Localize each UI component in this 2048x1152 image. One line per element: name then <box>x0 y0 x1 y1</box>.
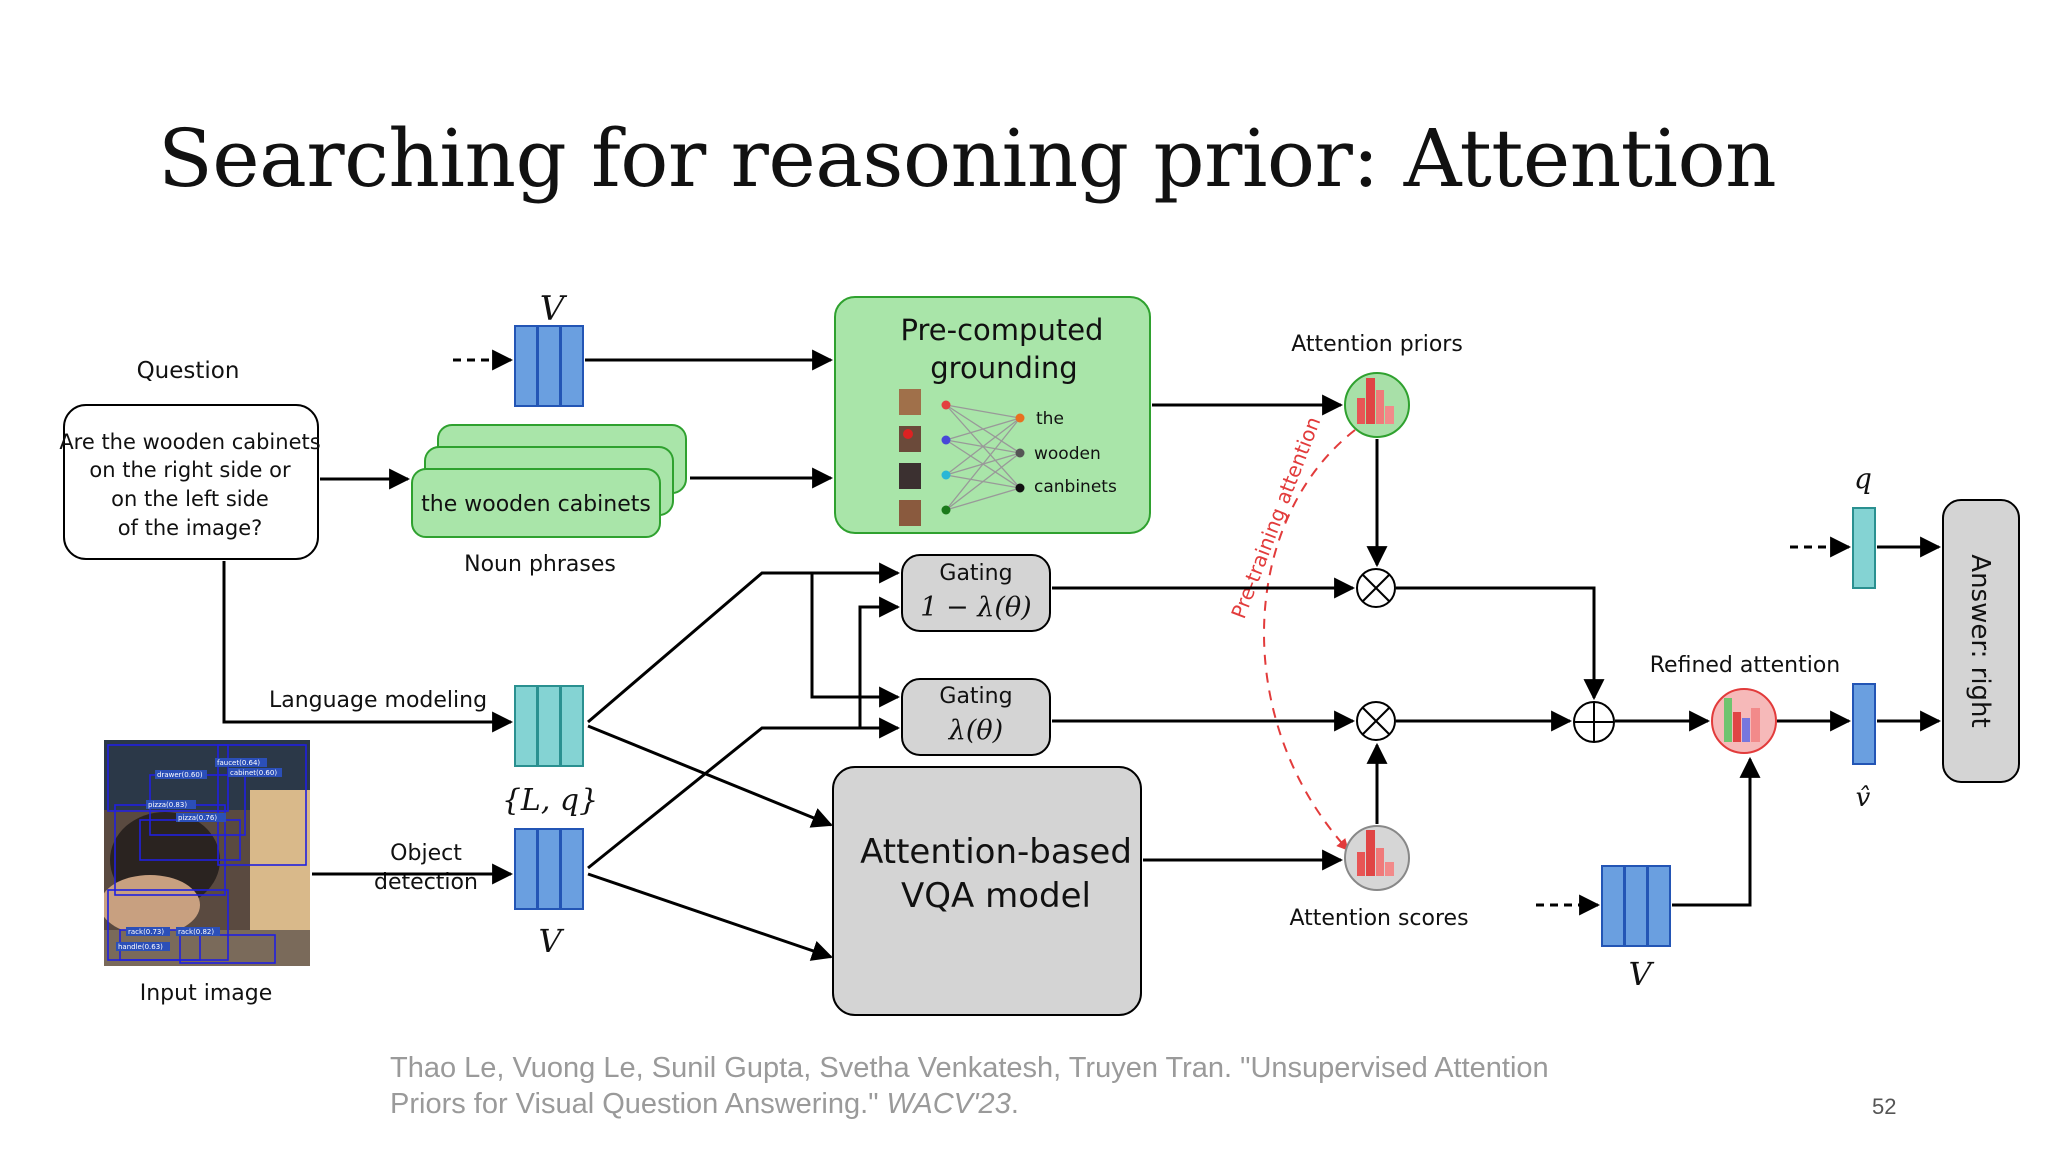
detection-label-6: rack(0.73) <box>128 928 164 936</box>
multiply-operator-top <box>1356 568 1396 608</box>
v-hat-label: v̂ <box>1856 783 1871 813</box>
input-image: faucet(0.64) drawer(0.60) cabinet(0.60) … <box>104 740 310 966</box>
detection-label-3: cabinet(0.60) <box>230 769 277 777</box>
connectors <box>222 349 1942 961</box>
noun-phrases-label: Noun phrases <box>464 552 616 577</box>
input-image-label: Input image <box>140 981 272 1006</box>
v-label-bottom: V <box>1628 955 1654 993</box>
question-label: Question <box>137 358 240 384</box>
attention-priors-label: Attention priors <box>1291 332 1463 357</box>
gating-top-label: Gating <box>939 561 1012 586</box>
citation: Thao Le, Vuong Le, Sunil Gupta, Svetha V… <box>390 1050 1590 1122</box>
page-number: 52 <box>1872 1094 1897 1119</box>
noun-phrase-text: the wooden cabinets <box>421 492 651 517</box>
vqa-model-box <box>832 766 1142 1016</box>
detection-label-5: pizza(0.76) <box>178 814 217 822</box>
grounding-title-2: grounding <box>930 351 1077 385</box>
v-feature-stack-bottom <box>1601 865 1671 947</box>
question-line-2: on the right side or <box>89 458 291 482</box>
grounding-title-1: Pre-computed <box>901 313 1104 347</box>
detection-label-2: drawer(0.60) <box>157 771 203 779</box>
gating-bottom-formula: λ(θ) <box>948 715 1003 746</box>
lq-label: {L, q} <box>502 783 598 818</box>
gating-box-bottom <box>901 678 1051 756</box>
answer-box <box>1942 499 2020 783</box>
citation-end: . <box>1010 1088 1019 1120</box>
pretraining-attention-label: Pre-training attention <box>1226 413 1325 621</box>
detection-label-7: rack(0.82) <box>178 928 214 936</box>
attention-scores-histogram <box>1357 830 1394 876</box>
attention-scores-label: Attention scores <box>1289 906 1468 931</box>
grounding-bipartite-edges <box>945 404 1021 511</box>
question-line-4: of the image? <box>118 516 263 540</box>
v-feature-stack-top <box>514 325 584 407</box>
detection-label-8: handle(0.63) <box>118 943 163 951</box>
object-detection-line-1: Object <box>390 841 462 866</box>
language-modeling-label: Language modeling <box>269 688 487 713</box>
multiply-operator-bottom <box>1356 701 1396 741</box>
add-operator <box>1573 701 1615 743</box>
q-vector <box>1852 507 1876 589</box>
vqa-model-line-1: Attention-based <box>860 832 1132 872</box>
grounding-word-cabinets: canbinets <box>1034 477 1117 497</box>
v-label-top: V <box>540 289 568 329</box>
v-label-middle: V <box>538 922 564 960</box>
v-feature-stack-middle <box>514 828 584 910</box>
slide-title: Searching for reasoning prior: Attention <box>158 112 1777 205</box>
grounding-thumbnails <box>899 389 921 526</box>
citation-venue: WACV'23 <box>886 1088 1011 1120</box>
citation-authors-title: Thao Le, Vuong Le, Sunil Gupta, Svetha V… <box>390 1052 1549 1120</box>
answer-label: Answer: right <box>1965 554 1995 727</box>
q-label: q <box>1854 462 1872 495</box>
question-line-1: Are the wooden cabinets <box>59 430 320 454</box>
question-box <box>63 404 319 560</box>
lq-feature-stack <box>514 685 584 767</box>
grounding-nodes <box>941 400 1025 515</box>
v-hat-vector <box>1852 683 1876 765</box>
vqa-model-line-2: VQA model <box>901 876 1091 916</box>
gating-box-top <box>901 554 1051 632</box>
noun-phrase-card-front <box>411 468 661 538</box>
gating-bottom-label: Gating <box>939 684 1012 709</box>
pretraining-attention-curve <box>1263 429 1356 851</box>
detection-label-1: faucet(0.64) <box>217 759 260 767</box>
question-line-3: on the left side <box>111 487 269 511</box>
gating-top-formula: 1 − λ(θ) <box>920 592 1031 623</box>
refined-attention-histogram <box>1724 698 1760 742</box>
attention-priors-histogram <box>1357 378 1394 424</box>
grounding-word-the: the <box>1036 409 1064 429</box>
detection-label-4: pizza(0.83) <box>148 801 187 809</box>
refined-attention-label: Refined attention <box>1650 653 1840 678</box>
grounding-word-wooden: wooden <box>1034 444 1101 464</box>
